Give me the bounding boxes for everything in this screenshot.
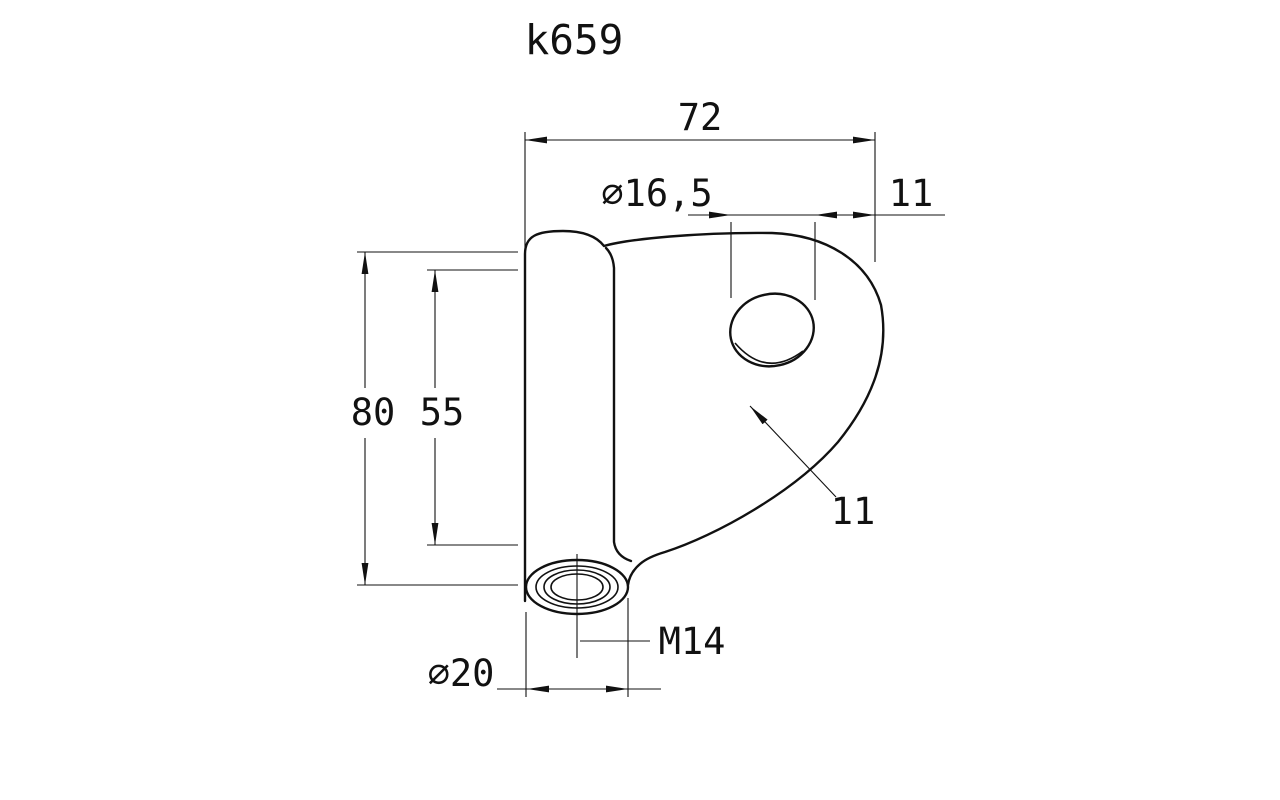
column-inner-edge <box>604 246 633 563</box>
drawing-title: k659 <box>525 16 624 64</box>
dim-thickness-11: 11 <box>749 405 876 533</box>
bracket-outer-contour <box>523 229 885 603</box>
hole-depth-arc <box>734 342 804 364</box>
leader-line <box>749 405 837 498</box>
dim-text-thickness-11: 11 <box>831 490 876 533</box>
dim-text-55: 55 <box>420 391 465 434</box>
dim-text-boss-dia: ⌀20 <box>428 652 495 695</box>
dim-width-72: 72 <box>524 96 876 262</box>
dim-boss-dia-20: ⌀20 <box>428 598 661 697</box>
dim-hole-dia: ⌀16,5 11 <box>601 172 945 300</box>
label-thread-m14: M14 <box>580 620 725 663</box>
part-outline <box>523 229 885 603</box>
threaded-boss <box>524 554 630 658</box>
hole-ellipse <box>729 292 815 368</box>
mounting-hole <box>729 292 815 368</box>
dim-text-72: 72 <box>678 96 723 139</box>
dim-text-hole-dia: ⌀16,5 <box>601 172 712 215</box>
dim-text-m14: M14 <box>659 620 726 663</box>
dim-height-55: 55 <box>420 269 518 546</box>
dim-text-80: 80 <box>351 391 396 434</box>
dim-height-80: 80 <box>351 251 518 586</box>
dim-text-offset-11: 11 <box>889 172 934 215</box>
